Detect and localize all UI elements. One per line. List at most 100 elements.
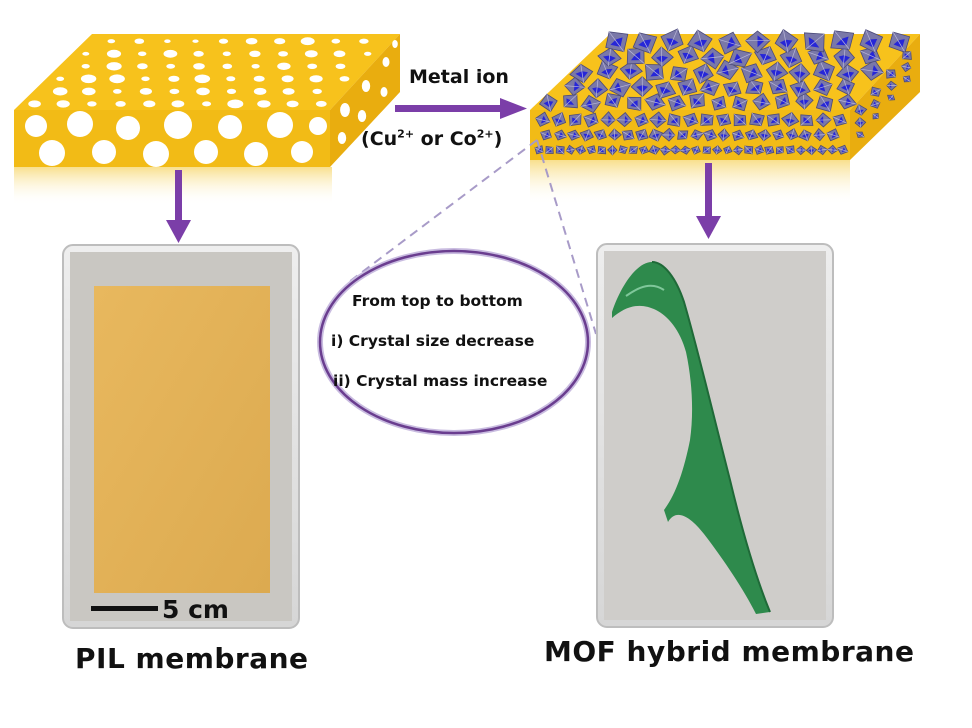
ion-a: Cu — [369, 128, 398, 150]
pore — [25, 115, 47, 137]
mof-crystal — [731, 129, 745, 142]
mof-crystal — [766, 113, 781, 127]
pore — [339, 76, 350, 82]
pore — [92, 140, 116, 164]
pore — [39, 140, 65, 166]
mof-crystal — [563, 94, 578, 109]
mof-crystal — [618, 145, 628, 154]
mof-crystal — [580, 94, 602, 114]
pore — [80, 74, 97, 84]
mof-crystal — [812, 59, 836, 82]
mof-crystal — [870, 98, 881, 109]
ion-joiner: or — [414, 128, 450, 150]
pore — [56, 76, 65, 82]
mof-crystal — [785, 128, 799, 141]
mof-crystal — [832, 113, 848, 127]
pore — [359, 38, 369, 44]
pore — [312, 88, 322, 94]
mof-crystal — [712, 145, 723, 155]
mof-crystal — [835, 63, 860, 83]
pore — [278, 51, 288, 57]
ion-b: Co — [449, 128, 477, 150]
pore — [277, 62, 291, 70]
mof-crystal — [733, 113, 747, 127]
callout-title: From top to bottom — [352, 292, 523, 310]
pore — [227, 99, 244, 109]
mof-crystal — [655, 81, 677, 99]
mof-crystal — [826, 128, 840, 142]
pore — [196, 87, 210, 96]
mof-crystal — [887, 94, 896, 101]
mof-crystal — [605, 31, 629, 53]
mof-crystal — [774, 28, 799, 54]
pore — [109, 74, 125, 84]
pore — [282, 88, 295, 95]
pore — [218, 38, 229, 44]
mof-crystal — [800, 114, 814, 126]
mof-crystal — [854, 104, 868, 116]
pil-side-pores — [337, 40, 398, 144]
mof-crystal — [765, 61, 789, 82]
mof-crystal — [859, 29, 884, 54]
mof-crystal — [774, 93, 790, 110]
pore — [166, 63, 176, 69]
pore — [143, 100, 156, 108]
pore — [222, 63, 233, 69]
ion-a-charge: 2+ — [397, 127, 415, 141]
pore — [364, 51, 372, 56]
mof-crystal — [551, 111, 567, 127]
pore — [380, 87, 388, 97]
pil-top-pores — [28, 37, 372, 109]
mof-crystal — [837, 93, 858, 110]
mof-crystal — [616, 112, 633, 128]
mof-crystal — [607, 144, 618, 156]
pore — [331, 38, 341, 44]
mof-crystal — [717, 128, 731, 142]
callout-point-2: ii) Crystal mass increase — [333, 372, 548, 390]
mof-crystal — [816, 144, 828, 156]
mof-crystal — [753, 46, 777, 66]
mof-crystal — [628, 146, 639, 154]
mof-crystal — [798, 129, 812, 142]
mof-crystal — [803, 32, 825, 53]
scale-bar-label: 5 cm — [162, 595, 229, 624]
pore — [143, 141, 169, 167]
mof-crystal — [752, 92, 771, 111]
mof-crystal — [677, 78, 698, 96]
mof-crystal — [768, 79, 788, 95]
pore — [67, 111, 93, 137]
pore — [337, 132, 347, 144]
scale-bar — [91, 606, 158, 611]
mof-crystal — [604, 93, 622, 108]
mof-crystal — [630, 75, 654, 98]
mof-crystal — [815, 95, 834, 113]
mof-crystal — [638, 145, 650, 155]
mof-crystal — [682, 112, 699, 128]
mof-crystal — [677, 44, 700, 64]
pore — [267, 112, 293, 138]
mof-crystal — [700, 47, 725, 70]
down-arrow-right — [696, 163, 721, 239]
pore — [194, 140, 218, 164]
mof-crystal — [669, 145, 682, 155]
pore — [193, 50, 204, 57]
mof-crystal — [718, 31, 742, 55]
pore — [137, 63, 148, 70]
pil-slab-side-face — [330, 34, 400, 167]
pore — [274, 38, 286, 45]
mof-crystal — [659, 145, 671, 156]
mof-membrane-caption: MOF hybrid membrane — [544, 635, 915, 668]
mof-crystal — [535, 111, 551, 127]
mof-crystal — [722, 81, 742, 97]
mof-crystal — [723, 145, 733, 155]
pore — [134, 38, 145, 44]
mof-crystal — [545, 146, 554, 154]
mof-crystal — [667, 113, 681, 127]
pore — [249, 50, 261, 57]
mof-crystal — [830, 30, 855, 50]
mof-crystal — [757, 128, 772, 142]
mof-crystal — [644, 93, 666, 111]
mof-crystal — [888, 31, 911, 53]
pore — [82, 87, 96, 96]
mof-crystal — [587, 78, 609, 99]
